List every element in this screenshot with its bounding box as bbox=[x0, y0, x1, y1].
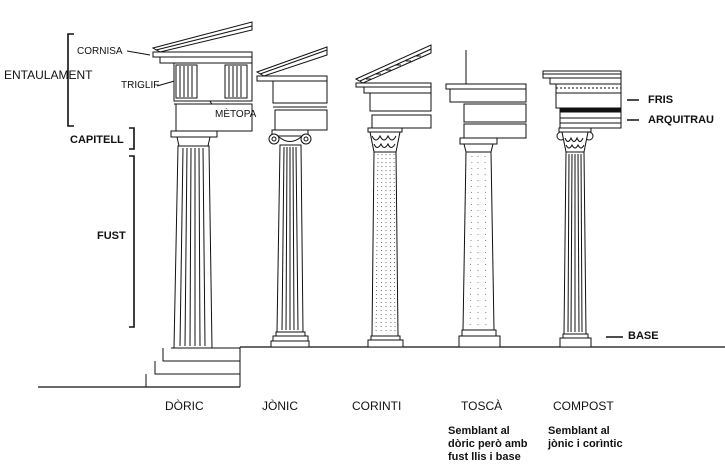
order-name-composite: COMPOST bbox=[553, 399, 614, 413]
composite-note: Semblant al jònic i corìntic bbox=[548, 425, 623, 450]
cornisa-leader bbox=[126, 50, 151, 56]
entaulament-bracket bbox=[67, 33, 74, 127]
corinthian-column bbox=[354, 44, 432, 348]
triglif-label: TRIGLIF bbox=[121, 80, 160, 91]
cornisa-label: CORNISA bbox=[77, 46, 123, 57]
entaulament-label: ENTAULAMENT bbox=[4, 68, 93, 82]
fust-bracket bbox=[129, 155, 135, 328]
order-name-ionic: JÒNIC bbox=[262, 399, 298, 413]
composite-column bbox=[542, 70, 622, 348]
ionic-column bbox=[255, 46, 328, 348]
metopa-label: MÈTOPA bbox=[215, 109, 257, 120]
arquitrau-label: ARQUITRAU bbox=[648, 114, 714, 126]
capitell-bracket bbox=[129, 127, 135, 150]
order-name-tuscan: TOSCÀ bbox=[461, 399, 503, 413]
capitell-label: CAPITELL bbox=[70, 134, 124, 146]
tuscan-note: Semblant al dòric però amb fust llis i b… bbox=[448, 425, 528, 463]
base-label: BASE bbox=[628, 330, 659, 342]
tuscan-column bbox=[445, 50, 527, 348]
order-name-corinthian: CORINTI bbox=[352, 399, 402, 413]
fust-label: FUST bbox=[97, 230, 126, 242]
order-name-doric: DÒRIC bbox=[165, 399, 204, 413]
doric-column bbox=[145, 21, 253, 388]
fris-label: FRIS bbox=[648, 94, 674, 106]
